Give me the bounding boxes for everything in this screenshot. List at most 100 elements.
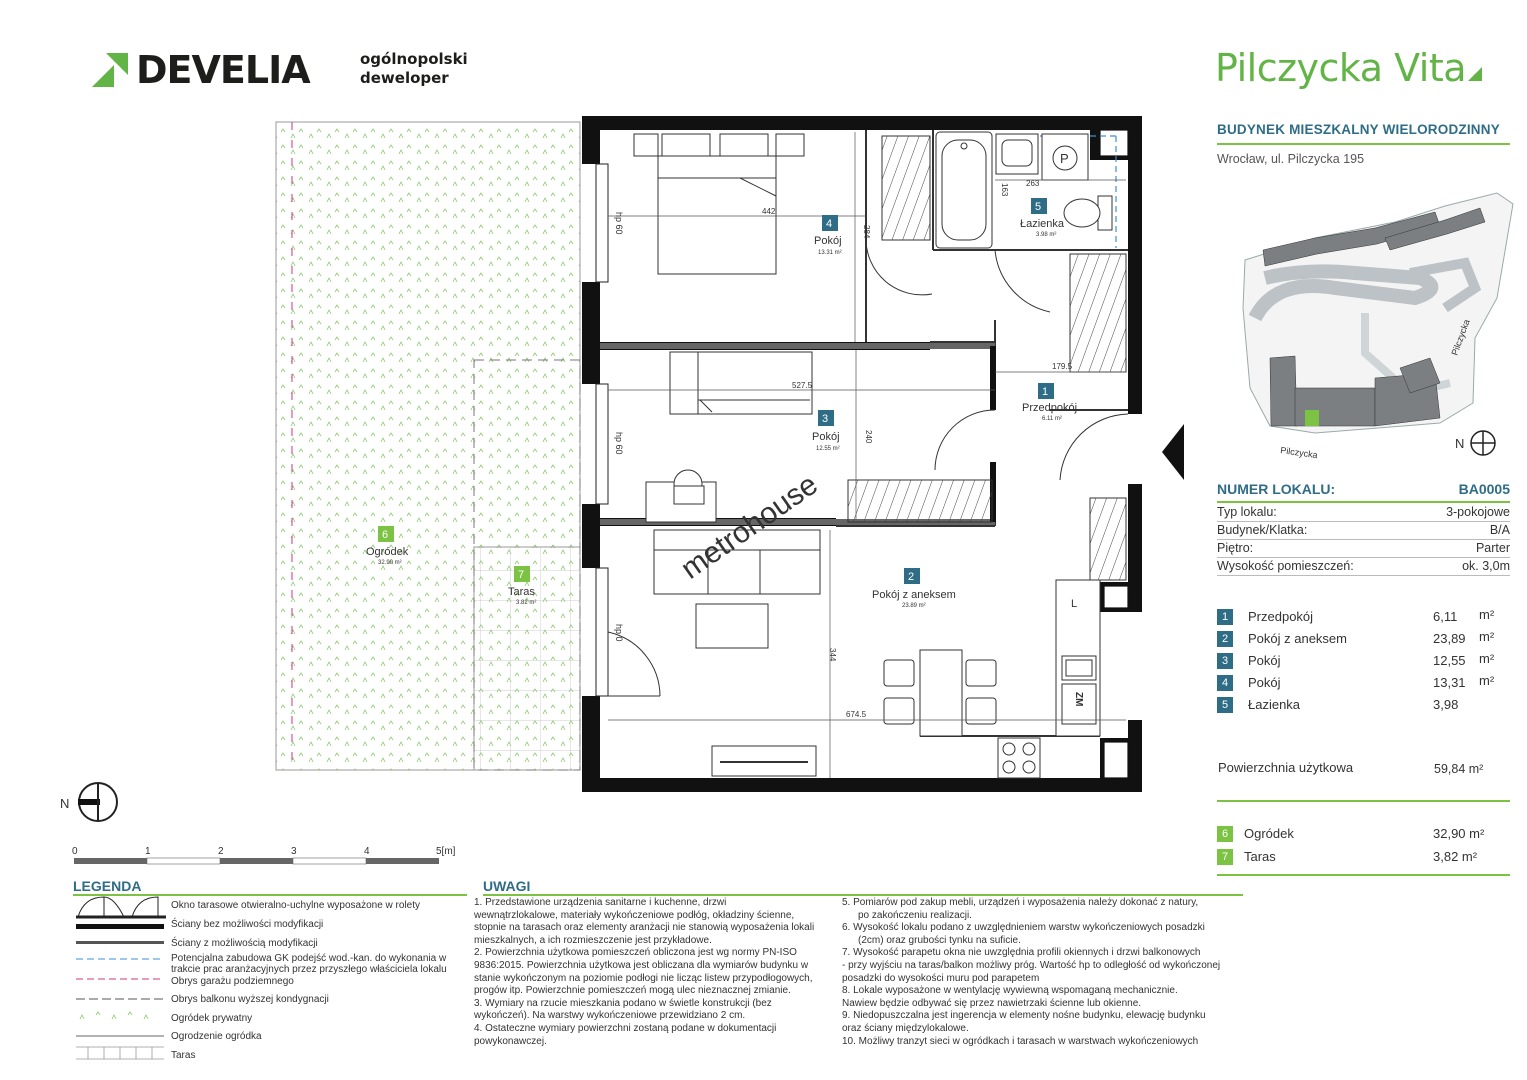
door-swing	[934, 409, 996, 471]
garden-symbol	[76, 1007, 164, 1023]
window	[595, 163, 609, 697]
wardrobe	[881, 135, 931, 241]
usable-area-value: 59,84 m²	[1434, 762, 1484, 776]
svg-text:32.90 m²: 32.90 m²	[378, 560, 402, 566]
svg-text:1: 1	[1042, 386, 1048, 398]
wardrobe	[1089, 497, 1127, 581]
room-list: 1 Przedpokój 6,11 m² 2 Pokój z aneksem 2…	[1217, 607, 1494, 717]
develia-logo-icon	[92, 53, 128, 87]
washing-machine-icon: P	[1041, 133, 1089, 181]
svg-text:3.82 m²: 3.82 m²	[516, 600, 536, 606]
unit-detail-row: Typ lokalu:3-pokojowe	[1217, 505, 1510, 522]
divider	[1217, 501, 1510, 503]
usable-area-label: Powierzchnia użytkowa	[1218, 760, 1354, 775]
svg-text:hp 60: hp 60	[614, 212, 624, 235]
svg-text:5: 5	[1035, 201, 1041, 213]
extra-row: 6 Ogródek 32,90 m²	[1217, 824, 1487, 847]
legend-symbols	[76, 896, 166, 1060]
svg-text:4: 4	[826, 218, 832, 230]
brand-mark-icon	[1468, 67, 1483, 81]
door-swing	[865, 237, 933, 296]
compass-label: N	[60, 796, 69, 811]
bathtub	[935, 131, 993, 249]
svg-text:hp 60: hp 60	[614, 432, 624, 455]
terrace-window-icon	[76, 896, 166, 919]
svg-text:12.55 m²: 12.55 m²	[816, 446, 840, 452]
dishwasher: ZM	[1061, 683, 1097, 725]
svg-text:Taras: Taras	[508, 586, 535, 598]
room-row: 5 Łazienka 3,98	[1217, 695, 1487, 717]
legend-item: Ogrodzenie ogródka	[171, 1031, 262, 1042]
map-street-label: Pilczycka	[1280, 445, 1319, 460]
site-map: Pilczycka Pilczycka N	[1242, 192, 1514, 460]
wardrobe	[1069, 253, 1127, 373]
terrace-area	[473, 546, 581, 771]
building-title: BUDYNEK MIESZKALNY WIELORODZINNY	[1217, 122, 1500, 137]
extra-row: 7 Taras 3,82 m²	[1217, 847, 1487, 869]
unit-number: BA0005	[1458, 481, 1510, 497]
scale-label: 4	[364, 846, 370, 857]
nightstand	[633, 133, 659, 157]
unit-detail-row: Wysokość pomieszczeń:ok. 3,0m	[1217, 559, 1510, 576]
scale-label: 3	[291, 846, 297, 857]
building-address: Wrocław, ul. Pilczycka 195	[1217, 152, 1365, 166]
room-label: 6 Ogródek 32.90 m²	[366, 526, 409, 566]
notes-column-2: 5. Pomiarów pod zakup mebli, urządzeń i …	[842, 897, 1221, 1047]
extras-list: 6 Ogródek 32,90 m² 7 Taras 3,82 m²	[1217, 824, 1487, 869]
sink	[995, 133, 1039, 175]
divider	[1217, 874, 1510, 876]
cooktop	[997, 737, 1041, 779]
toilet	[1063, 195, 1113, 231]
svg-text:P: P	[1060, 151, 1069, 166]
coffee-table	[695, 603, 769, 649]
svg-text:284: 284	[862, 225, 871, 239]
svg-text:23.89 m²: 23.89 m²	[902, 603, 926, 609]
svg-text:3.98 m²: 3.98 m²	[1036, 232, 1056, 238]
divider	[73, 894, 467, 896]
divider	[1217, 800, 1510, 802]
compass-label: N	[1455, 436, 1464, 451]
svg-text:163: 163	[1000, 183, 1009, 197]
svg-text:674.5: 674.5	[846, 710, 867, 719]
compass-icon: N	[1455, 430, 1496, 456]
dining-table	[919, 649, 963, 737]
room-row: 3 Pokój 12,55 m²	[1217, 651, 1494, 673]
legend-item: Ściany bez możliwości modyfikacji	[171, 919, 324, 930]
legend-item: Obrys garażu podziemnego	[171, 976, 294, 987]
logo-text: DEVELIA	[136, 48, 311, 92]
room-label: 3 Pokój 12.55 m²	[812, 410, 840, 452]
svg-text:Pokój: Pokój	[814, 235, 842, 247]
room-row: 4 Pokój 13,31 m²	[1217, 673, 1494, 695]
logo-tagline: ogólnopolski deweloper	[360, 50, 468, 87]
legend-item: Okno tarasowe otwieralno-uchylne wyposaż…	[171, 900, 421, 911]
project-name: Pilczycka Vita	[1215, 46, 1483, 90]
unit-detail-row: Piętro:Parter	[1217, 541, 1510, 558]
svg-text:Łazienka: Łazienka	[1020, 218, 1065, 230]
svg-text:ZM: ZM	[1073, 692, 1084, 706]
svg-text:13.31 m²: 13.31 m²	[818, 250, 842, 256]
scale-label: 1	[145, 846, 151, 857]
legend-item: Taras	[171, 1050, 196, 1061]
unit-detail-row: Budynek/Klatka:B/A	[1217, 523, 1510, 540]
svg-text:7: 7	[518, 569, 524, 581]
scale-label: 2	[218, 846, 224, 857]
terrace-symbol	[76, 1046, 164, 1060]
scale-label: 5[m]	[436, 846, 456, 857]
room-row: 1 Przedpokój 6,11 m²	[1217, 607, 1494, 629]
room-label: 4 Pokój 13.31 m²	[814, 215, 842, 256]
svg-text:263: 263	[1026, 179, 1040, 188]
nightstand	[775, 133, 805, 157]
legend-title: LEGENDA	[73, 878, 142, 894]
legend-item: Potencjalna zabudowa GK podejść wod.-kan…	[171, 953, 447, 975]
svg-text:3: 3	[822, 413, 828, 425]
upper-balcony-outline	[473, 359, 581, 771]
building-info: BUDYNEK MIESZKALNY WIELORODZINNY Wrocław…	[1217, 122, 1510, 166]
svg-text:240: 240	[864, 430, 873, 444]
svg-text:2: 2	[908, 571, 914, 583]
legend-item: Obrys balkonu wyższej kondygnacji	[171, 994, 329, 1005]
legend-item: Ściany z możliwością modyfikacji	[171, 938, 318, 949]
svg-text:179.5: 179.5	[1052, 362, 1073, 371]
fixed-wall-symbol	[76, 924, 164, 929]
svg-text:Pokój z aneksem: Pokój z aneksem	[872, 589, 956, 601]
entrance-arrow-icon	[1162, 424, 1184, 480]
